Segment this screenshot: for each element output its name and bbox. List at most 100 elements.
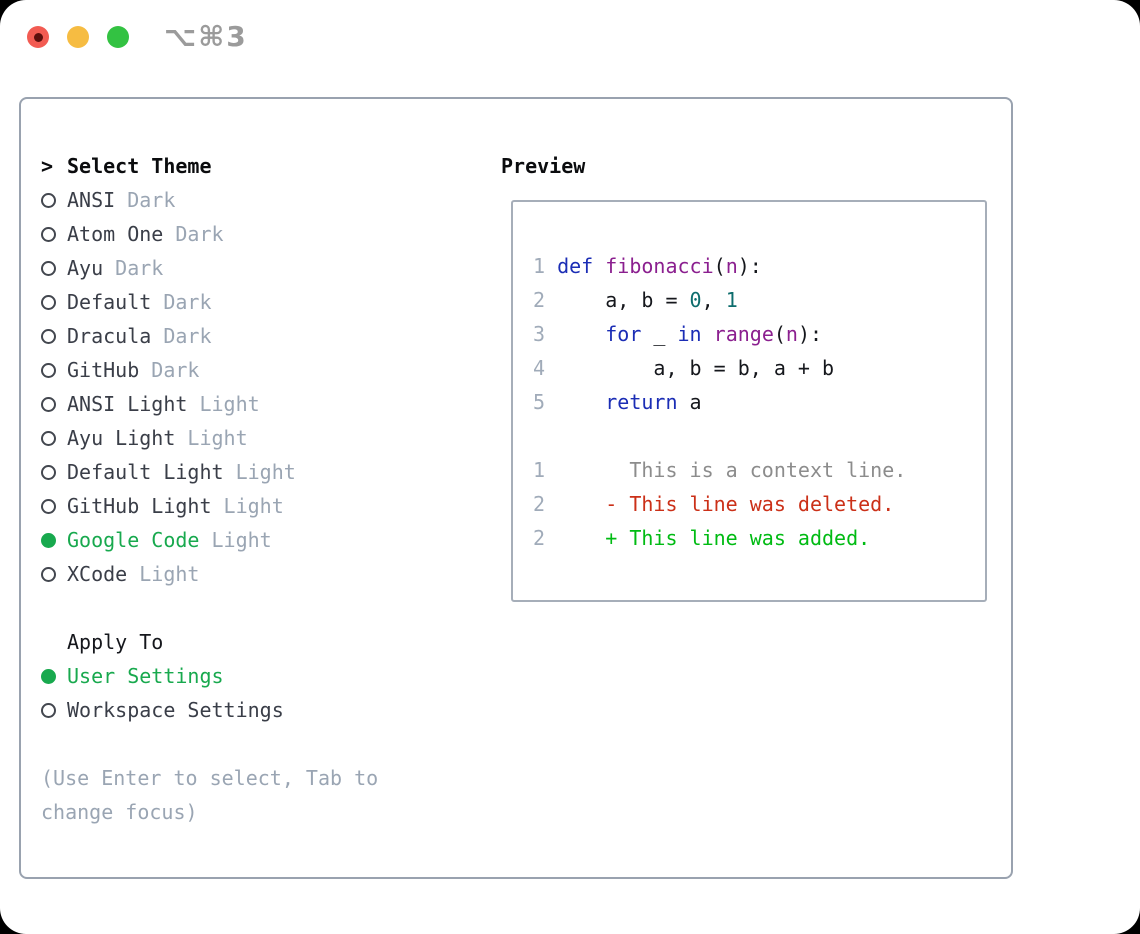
line-number: 1	[533, 254, 546, 278]
radio-circle	[41, 396, 56, 412]
theme-variant-label: Dark	[103, 256, 164, 280]
select-theme-heading: >Select Theme	[41, 149, 501, 183]
radio-selected-icon	[41, 532, 67, 548]
theme-variant-label: Dark	[151, 324, 212, 348]
line-number: 1	[533, 458, 546, 482]
radio-circle	[41, 464, 56, 480]
option-label: Ayu Light	[67, 426, 176, 450]
zoom-button[interactable]	[107, 26, 129, 48]
theme-variant-label: Dark	[115, 188, 176, 212]
line-number: 2	[533, 288, 546, 312]
radio-circle	[41, 532, 56, 548]
radio-circle	[41, 328, 56, 344]
diff-line: 2 + This line was added.	[533, 521, 985, 555]
radio-icon	[41, 226, 67, 242]
code-token: _	[641, 322, 678, 346]
code-token	[702, 322, 714, 346]
window-shortcut-label: ⌥⌘3	[164, 20, 248, 53]
option-label: Default	[67, 290, 152, 314]
theme-option-atom-one[interactable]: Atom One Dark	[41, 217, 501, 251]
code-token: range	[713, 322, 774, 346]
traffic-lights: ⌥⌘3	[27, 20, 248, 53]
theme-option-github[interactable]: GitHub Dark	[41, 353, 501, 387]
theme-variant-label: Light	[187, 392, 260, 416]
select-theme-title: Select Theme	[67, 154, 212, 178]
option-label: XCode	[67, 562, 128, 586]
code-line: 4 a, b = b, a + b	[533, 351, 985, 385]
radio-circle	[41, 362, 56, 378]
apply-to-title: Apply To	[67, 630, 164, 654]
radio-circle	[41, 702, 56, 718]
radio-icon	[41, 192, 67, 208]
code-token	[545, 390, 605, 414]
code-token: a	[677, 390, 702, 414]
blank-line	[533, 419, 985, 453]
code-token: in	[677, 322, 702, 346]
theme-option-default[interactable]: Default Dark	[41, 285, 501, 319]
code-line: 1 def fibonacci(n):	[533, 249, 985, 283]
theme-variant-label: Dark	[139, 358, 200, 382]
line-number: 2	[533, 526, 546, 550]
code-token	[545, 322, 605, 346]
theme-option-ansi[interactable]: ANSI Dark	[41, 183, 501, 217]
help-text-line-1: (Use Enter to select, Tab to	[41, 766, 379, 790]
unsaved-dot-icon	[33, 32, 43, 42]
theme-option-ayu-light[interactable]: Ayu Light Light	[41, 421, 501, 455]
radio-circle	[41, 260, 56, 276]
radio-icon	[41, 294, 67, 310]
radio-circle	[41, 498, 56, 514]
minimize-button[interactable]	[67, 26, 89, 48]
code-token: ):	[737, 254, 762, 278]
line-number: 3	[533, 322, 546, 346]
option-label: ANSI	[67, 188, 116, 212]
theme-option-ayu[interactable]: Ayu Dark	[41, 251, 501, 285]
diff-line: 1 This is a context line.	[533, 453, 985, 487]
spacer	[41, 727, 501, 761]
theme-option-github-light[interactable]: GitHub Light Light	[41, 489, 501, 523]
code-token: for	[605, 322, 642, 346]
option-label: Atom One	[67, 222, 164, 246]
apply-option-workspace-settings[interactable]: Workspace Settings	[41, 693, 501, 727]
theme-option-dracula[interactable]: Dracula Dark	[41, 319, 501, 353]
code-token: ,	[701, 288, 726, 312]
radio-circle	[41, 430, 56, 446]
theme-variant-label: Dark	[163, 222, 224, 246]
theme-option-xcode[interactable]: XCode Light	[41, 557, 501, 591]
code-token: - This line was deleted.	[545, 492, 895, 516]
radio-icon	[41, 464, 67, 480]
close-button[interactable]	[27, 26, 49, 48]
code-token: a, b =	[545, 288, 690, 312]
radio-icon	[41, 702, 67, 718]
theme-variant-label: Light	[175, 426, 248, 450]
code-token: 1	[725, 288, 738, 312]
line-number: 5	[533, 390, 546, 414]
option-label: Dracula	[67, 324, 152, 348]
theme-variant-label: Light	[199, 528, 272, 552]
radio-circle	[41, 668, 56, 684]
code-token	[593, 254, 605, 278]
apply-option-user-settings[interactable]: User Settings	[41, 659, 501, 693]
theme-option-default-light[interactable]: Default Light Light	[41, 455, 501, 489]
theme-option-google-code[interactable]: Google Code Light	[41, 523, 501, 557]
radio-circle	[41, 566, 56, 582]
option-label: Workspace Settings	[67, 698, 284, 722]
radio-circle	[41, 226, 56, 242]
theme-option-ansi-light[interactable]: ANSI Light Light	[41, 387, 501, 421]
code-line: 5 return a	[533, 385, 985, 419]
help-text-line-2: change focus)	[41, 800, 198, 824]
spacer	[41, 591, 501, 625]
code-token: n	[725, 254, 738, 278]
radio-icon	[41, 430, 67, 446]
option-label: GitHub Light	[67, 494, 212, 518]
option-label: User Settings	[67, 664, 224, 688]
code-token: 0	[689, 288, 702, 312]
code-token: n	[785, 322, 798, 346]
radio-selected-icon	[41, 668, 67, 684]
theme-variant-label: Dark	[151, 290, 212, 314]
